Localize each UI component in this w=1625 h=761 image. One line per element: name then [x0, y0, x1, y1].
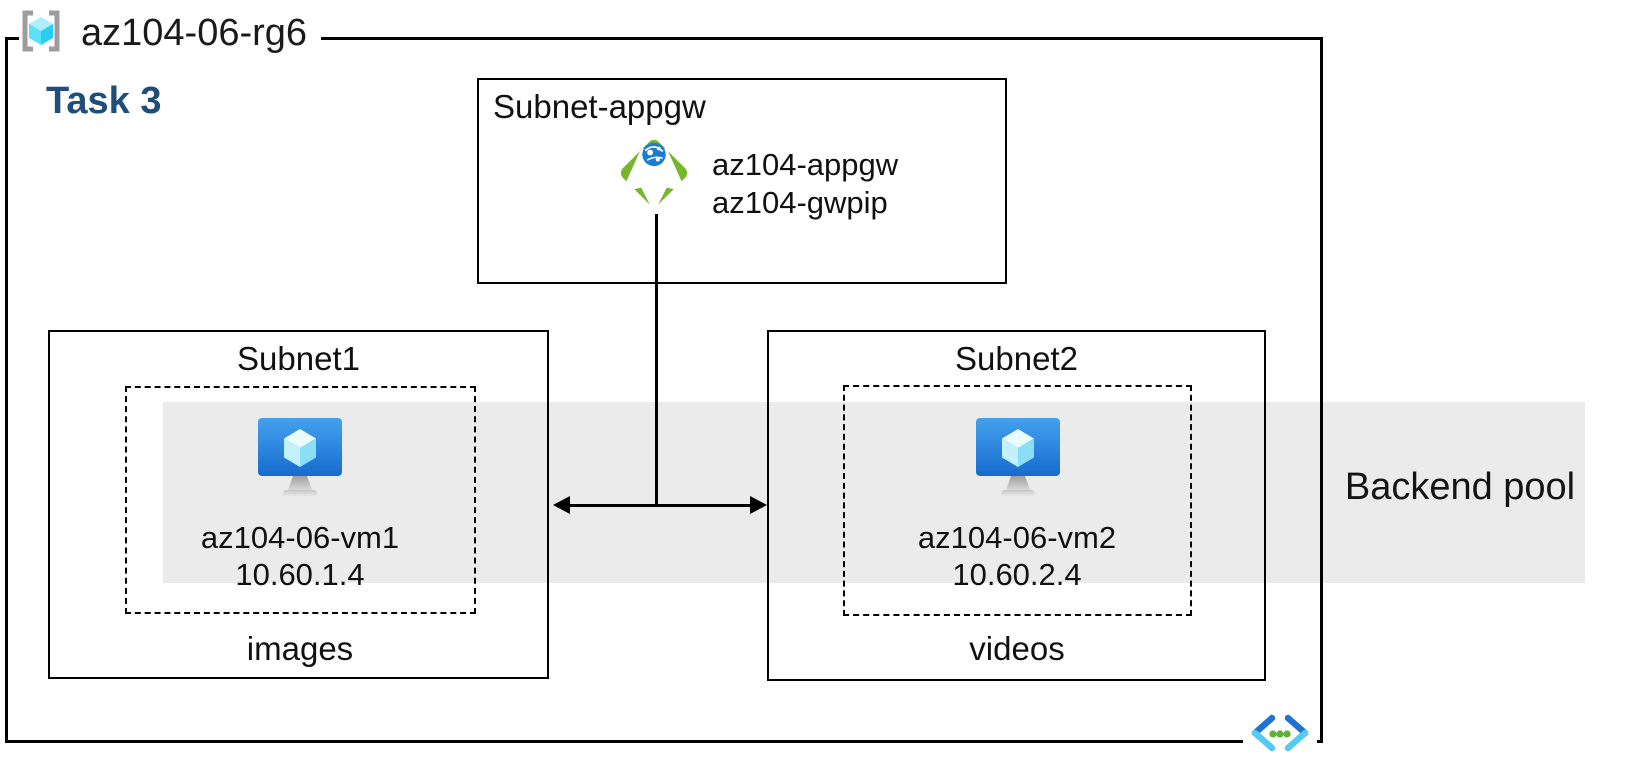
virtual-network-icon — [1243, 710, 1317, 756]
backend-pool-band — [163, 402, 1585, 583]
resource-group-icon — [19, 9, 63, 58]
subnet2-backend-dashed-box — [843, 385, 1192, 616]
subnet2-box: Subnet2 — [767, 330, 1266, 681]
subnet-connector-line — [566, 504, 752, 507]
vm2-label-block: az104-06-vm2 10.60.2.4 — [843, 519, 1191, 593]
resource-group-title: az104-06-rg6 — [81, 11, 308, 54]
arrowhead-right-icon — [750, 496, 767, 514]
virtual-machine-icon — [256, 416, 344, 505]
task-heading: Task 3 — [46, 80, 162, 122]
appgw-public-ip-name: az104-gwpip — [712, 185, 888, 220]
subnet1-title: Subnet1 — [237, 340, 360, 377]
resource-group-box — [5, 37, 1323, 743]
subnet1-backend-dashed-box — [125, 386, 476, 614]
vm1-name: az104-06-vm1 — [200, 520, 400, 555]
virtual-machine-icon — [974, 416, 1062, 505]
gateway-connector-line — [655, 214, 658, 506]
vm1-ip: 10.60.1.4 — [235, 557, 365, 592]
appgw-gateway-name: az104-appgw — [712, 147, 899, 182]
backend-pool-label: Backend pool — [1344, 466, 1576, 508]
arrowhead-left-icon — [553, 496, 570, 514]
subnet-appgw-box: Subnet-appgw — [477, 78, 1007, 284]
vm1-label-block: az104-06-vm1 10.60.1.4 — [125, 519, 475, 593]
subnet1-box: Subnet1 — [48, 330, 549, 679]
vm2-name: az104-06-vm2 — [917, 520, 1117, 555]
application-gateway-icon — [613, 132, 695, 219]
subnet2-storage-label: videos — [969, 630, 1065, 667]
subnet1-storage-label: images — [246, 630, 354, 667]
resource-group-header: az104-06-rg6 — [19, 6, 322, 60]
appgw-name-block: az104-appgw az104-gwpip — [712, 146, 898, 222]
vm2-ip: 10.60.2.4 — [952, 557, 1082, 592]
subnet2-title: Subnet2 — [955, 340, 1078, 377]
subnet-appgw-title: Subnet-appgw — [493, 88, 706, 125]
